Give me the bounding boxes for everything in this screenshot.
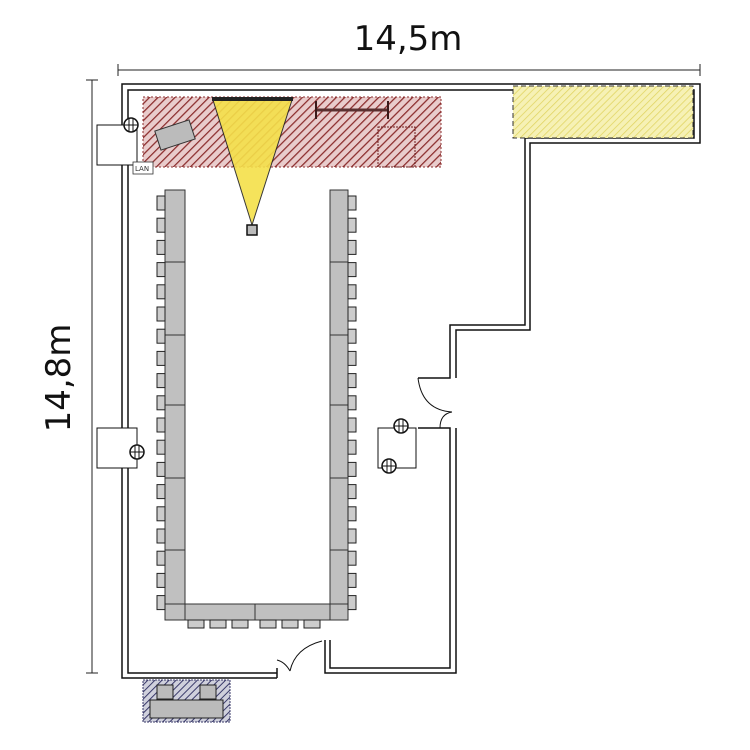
power-outlet-icon: [123, 117, 139, 133]
chair: [156, 550, 166, 566]
chair: [347, 484, 357, 500]
table-right: [329, 404, 349, 479]
chair: [156, 506, 166, 522]
chair: [231, 619, 249, 629]
chair: [156, 217, 166, 233]
chair: [347, 239, 357, 255]
chair: [347, 550, 357, 566]
lan-label: LAN: [135, 165, 149, 173]
chair: [156, 373, 166, 389]
chair: [347, 328, 357, 344]
chair: [156, 350, 166, 366]
table-right: [329, 334, 349, 406]
chair: [347, 306, 357, 322]
table-left: [164, 261, 186, 336]
chair: [347, 350, 357, 366]
chair: [156, 328, 166, 344]
height-label: 14,8m: [39, 324, 79, 433]
power-outlet-icon: [393, 418, 409, 434]
table-bottom: [184, 603, 256, 621]
reception-booth: [142, 679, 231, 723]
table-right: [329, 477, 349, 551]
chair: [347, 284, 357, 300]
width-dimension: 14,5m: [117, 19, 701, 76]
chair: [156, 484, 166, 500]
door-right[interactable]: [417, 377, 453, 429]
room-walls: [121, 83, 701, 679]
outlets: [123, 117, 409, 474]
podium: [154, 119, 196, 151]
chair: [156, 284, 166, 300]
chair: [347, 373, 357, 389]
chair: [347, 439, 357, 455]
chair: [156, 417, 166, 433]
chair: [347, 217, 357, 233]
chair: [156, 528, 166, 544]
chair: [156, 595, 166, 611]
table-left: [164, 549, 186, 605]
lan-port: LAN: [132, 161, 154, 175]
wall-box-middle: [96, 427, 138, 469]
chair: [209, 619, 227, 629]
chair: [347, 461, 357, 477]
table-left: [164, 334, 186, 406]
table-left: [164, 189, 186, 263]
chair: [347, 395, 357, 411]
table-left: [164, 404, 186, 479]
table-corner: [164, 603, 186, 621]
chair: [156, 395, 166, 411]
chair: [156, 239, 166, 255]
width-label: 14,5m: [354, 19, 463, 59]
chairs: [156, 195, 357, 629]
table-right: [329, 549, 349, 605]
chair: [187, 619, 205, 629]
projector: [246, 224, 258, 236]
chair: [347, 417, 357, 433]
table-right: [329, 261, 349, 336]
table-corner: [329, 603, 349, 621]
door-bottom[interactable]: [276, 640, 323, 672]
power-outlet-icon: [381, 458, 397, 474]
table-left: [164, 477, 186, 551]
power-outlet-icon: [129, 444, 145, 460]
chair: [156, 439, 166, 455]
yellow-zone: [512, 85, 694, 139]
table-right: [329, 189, 349, 263]
chair: [347, 262, 357, 278]
chair: [156, 461, 166, 477]
chair: [259, 619, 277, 629]
chair: [281, 619, 299, 629]
equipment-box: [377, 126, 416, 168]
chair: [303, 619, 321, 629]
chair: [156, 572, 166, 588]
height-dimension: 14,8m: [39, 79, 98, 674]
table-bottom: [254, 603, 331, 621]
chair: [347, 195, 357, 211]
chair: [156, 306, 166, 322]
conference-tables: [164, 189, 349, 621]
chair: [156, 262, 166, 278]
chair: [347, 595, 357, 611]
chair: [347, 506, 357, 522]
chair: [347, 528, 357, 544]
chair: [156, 195, 166, 211]
chair: [347, 572, 357, 588]
